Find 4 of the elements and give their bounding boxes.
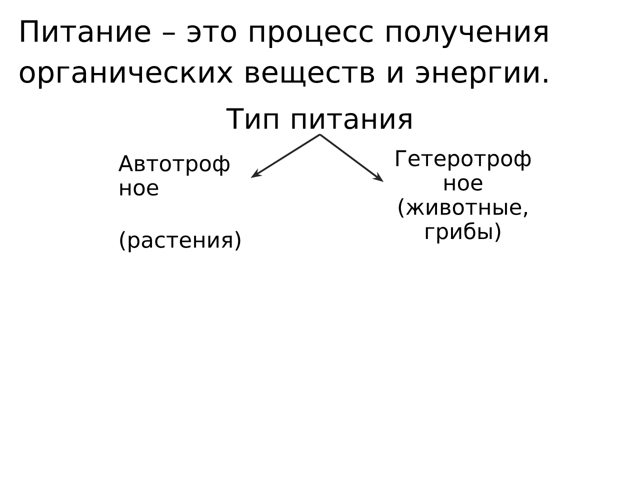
category-label: Автотроф ное (растения) [118, 155, 240, 252]
title: Питание – это процесс получения органических веществ и энергии. [20, 20, 548, 89]
subheading: Тип питания [226, 108, 412, 130]
category-label: Гетеротроф ное (животные, грибы) [396, 150, 531, 244]
